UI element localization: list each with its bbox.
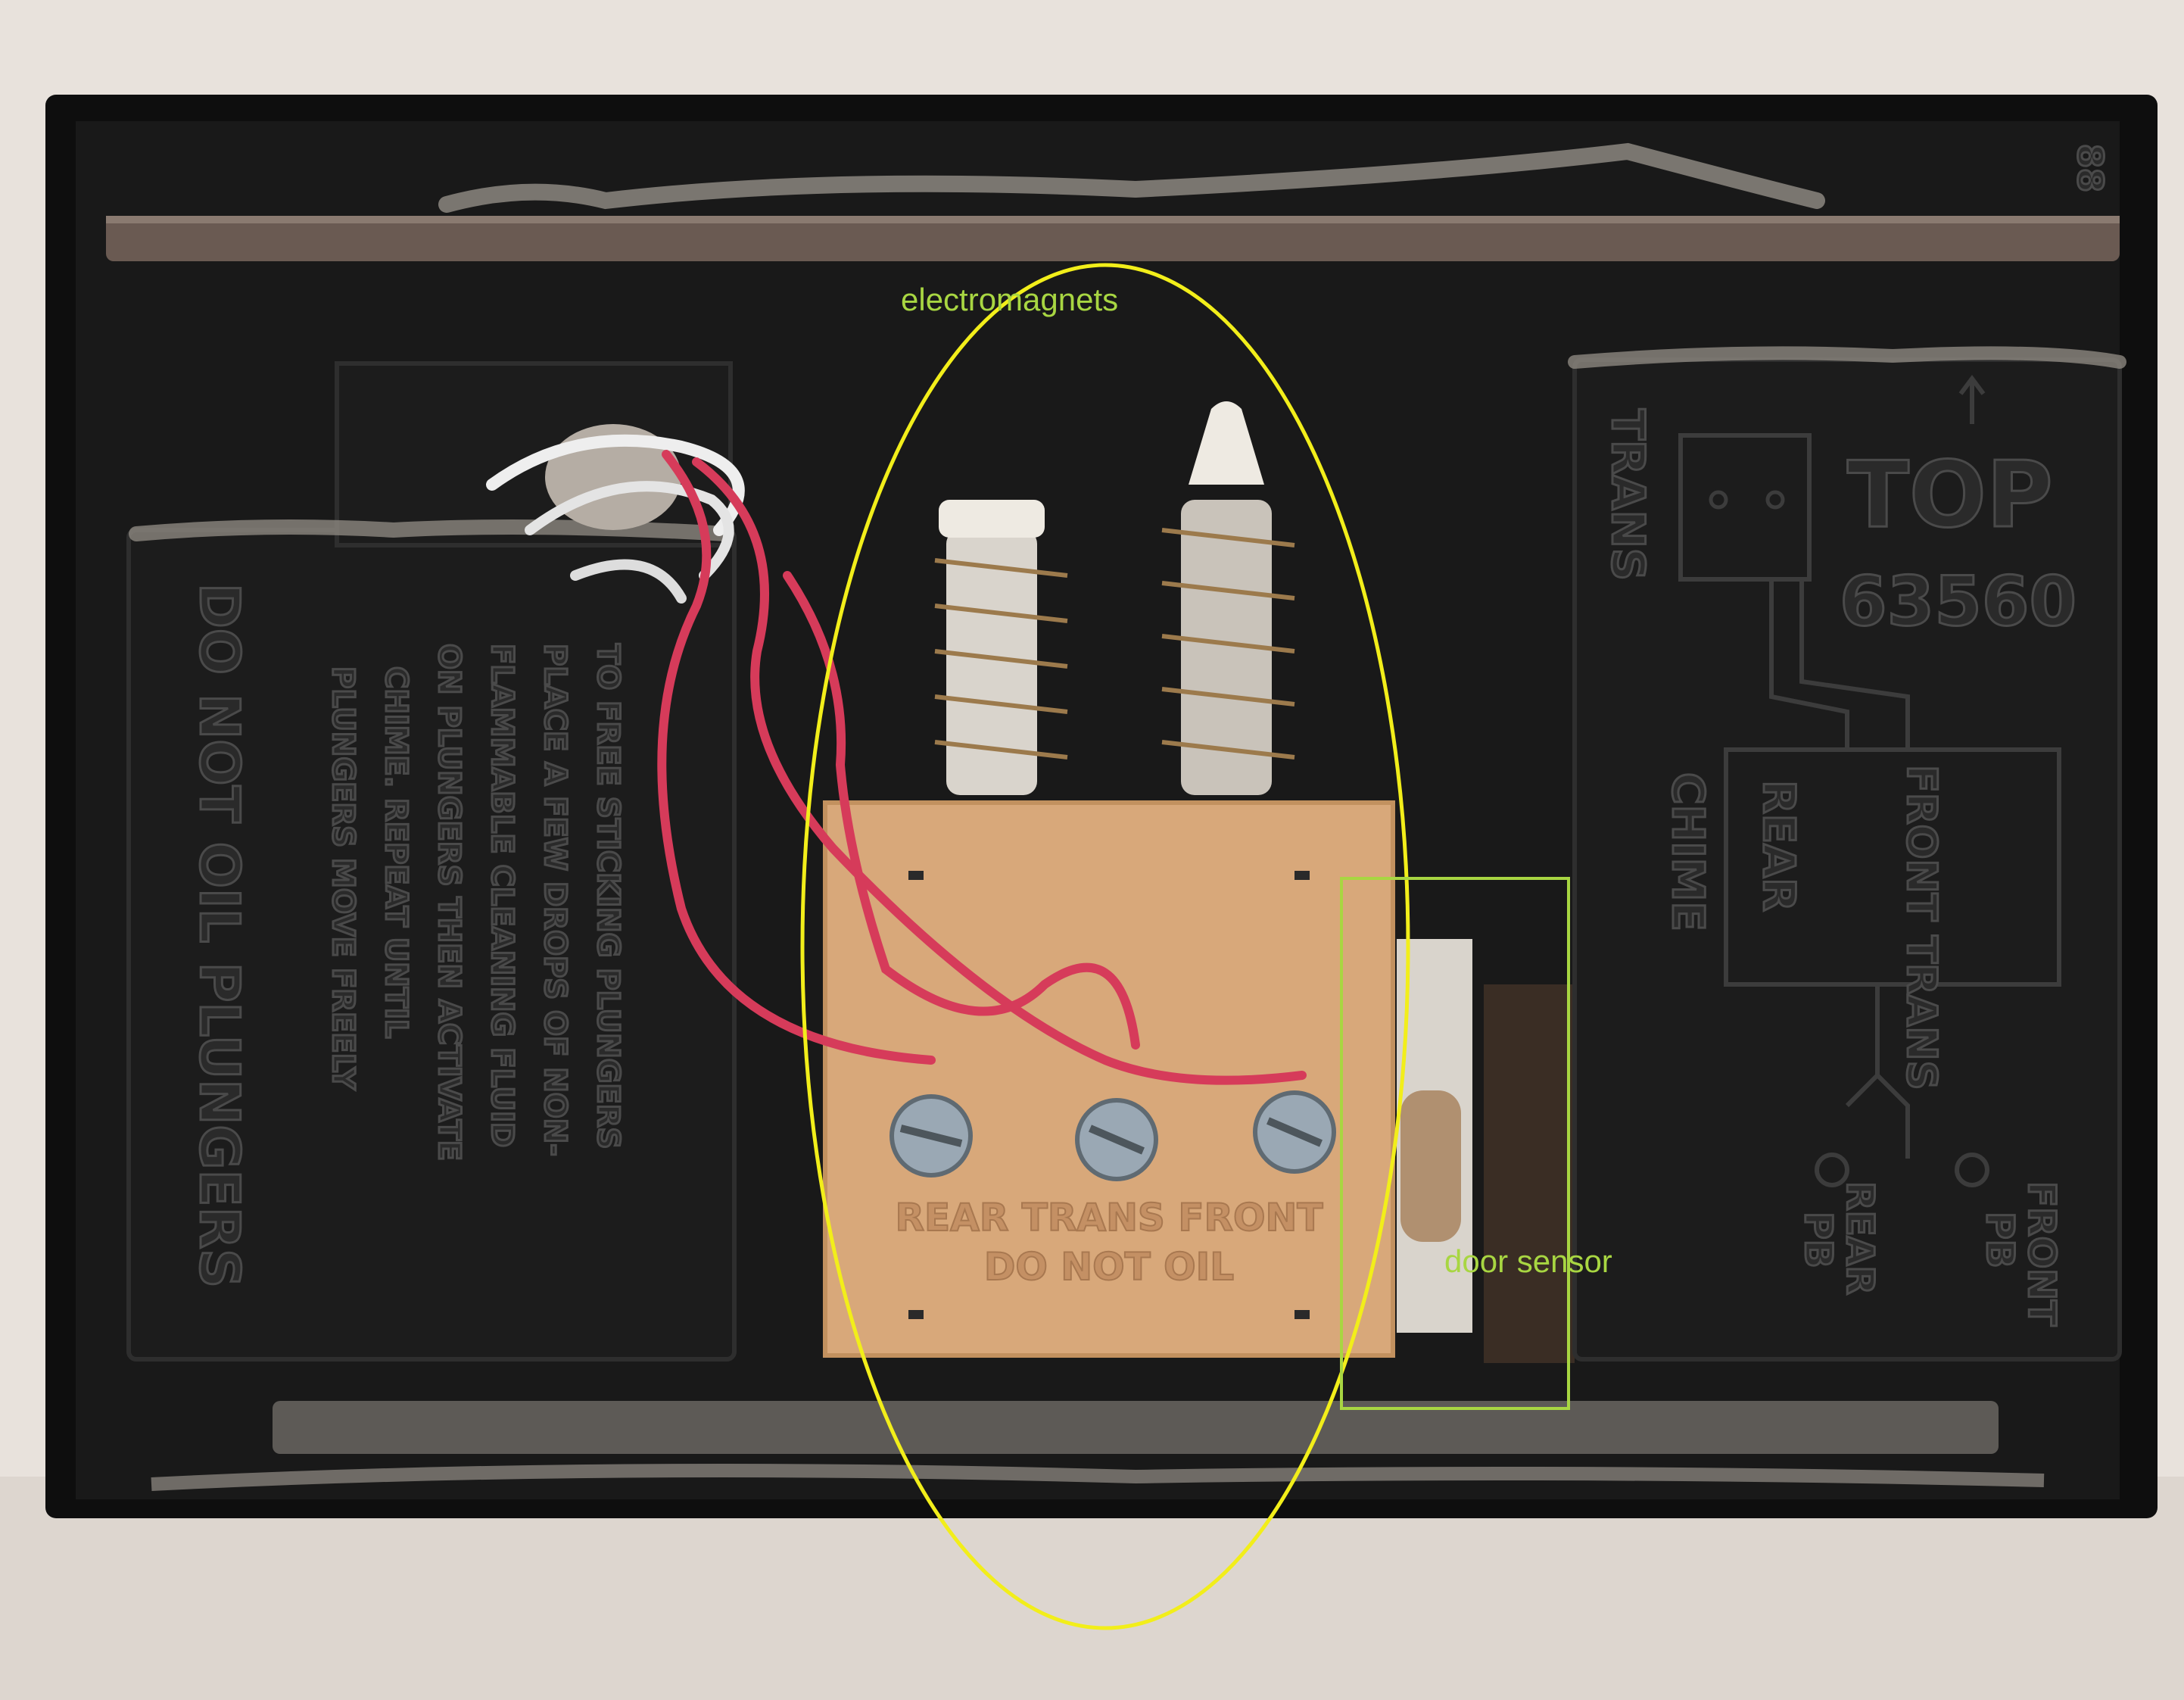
left-cover-line: ON PLUNGERS THEN ACTIVATE: [432, 644, 466, 1161]
door-sensor-label: door sensor: [1444, 1243, 1612, 1279]
label-trans: TRANS: [1601, 409, 1654, 581]
right-cover: TRANS TOP 63560 CHIME REAR FRONT TRANS R…: [1568, 346, 2126, 1362]
screw-rear: [889, 1094, 973, 1178]
board-label-terminals: REAR TRANS FRONT: [896, 1196, 1323, 1240]
top-metal-bar: [106, 216, 2120, 261]
label-pb-rear: REAR: [1838, 1181, 1882, 1295]
corner-mark: 88: [2070, 144, 2111, 192]
label-top: TOP: [1847, 443, 2053, 548]
bottom-dust: [151, 1464, 2045, 1491]
door-sensor-box: [1340, 877, 1570, 1410]
electromagnets-ellipse: [800, 263, 1410, 1630]
label-pb-1: PB: [1796, 1212, 1840, 1268]
right-electromagnet: [1161, 401, 1295, 795]
left-cover-instructions: TO FREE STICKING PLUNGERS PLACE A FEW DR…: [325, 643, 627, 1162]
terminal-board: REAR TRANS FRONT DO NOT OIL: [823, 800, 1395, 1358]
screw-front: [1253, 1090, 1336, 1174]
label-pb-front: FRONT: [2020, 1181, 2064, 1326]
red-wires: [657, 450, 1307, 1085]
door-sensor-mechanism: [1397, 939, 1575, 1363]
left-cover-line: PLACE A FEW DROPS OF NON-: [537, 644, 572, 1156]
left-electromagnet: [934, 500, 1068, 795]
top-dust: [438, 142, 1825, 213]
left-cover-line: TO FREE STICKING PLUNGERS: [590, 644, 625, 1149]
top-bar-highlight: [106, 216, 2120, 223]
screw-trans: [1075, 1098, 1158, 1181]
left-cover-title: DO NOT OIL PLUNGERS: [188, 583, 251, 1288]
label-front-trans: FRONT TRANS: [1898, 765, 1946, 1090]
label-chime: CHIME: [1662, 772, 1714, 931]
left-cover: DO NOT OIL PLUNGERS TO FREE STICKING PLU…: [126, 361, 737, 1362]
label-rear: REAR: [1753, 780, 1805, 912]
electromagnets-label: electromagnets: [901, 282, 1118, 317]
left-cover-line: FLAMMABLE CLEANING FLUID: [484, 644, 519, 1147]
left-cover-line: CHIME. REPEAT UNTIL: [379, 666, 413, 1038]
board-label-warning: DO NOT OIL: [984, 1245, 1234, 1289]
white-wires: [486, 424, 745, 604]
label-pb-2: PB: [1978, 1212, 2022, 1268]
bottom-metal-bar: [273, 1401, 1999, 1454]
label-model: 63560: [1840, 562, 2077, 641]
left-cover-line: PLUNGERS MOVE FREELY: [326, 666, 360, 1090]
